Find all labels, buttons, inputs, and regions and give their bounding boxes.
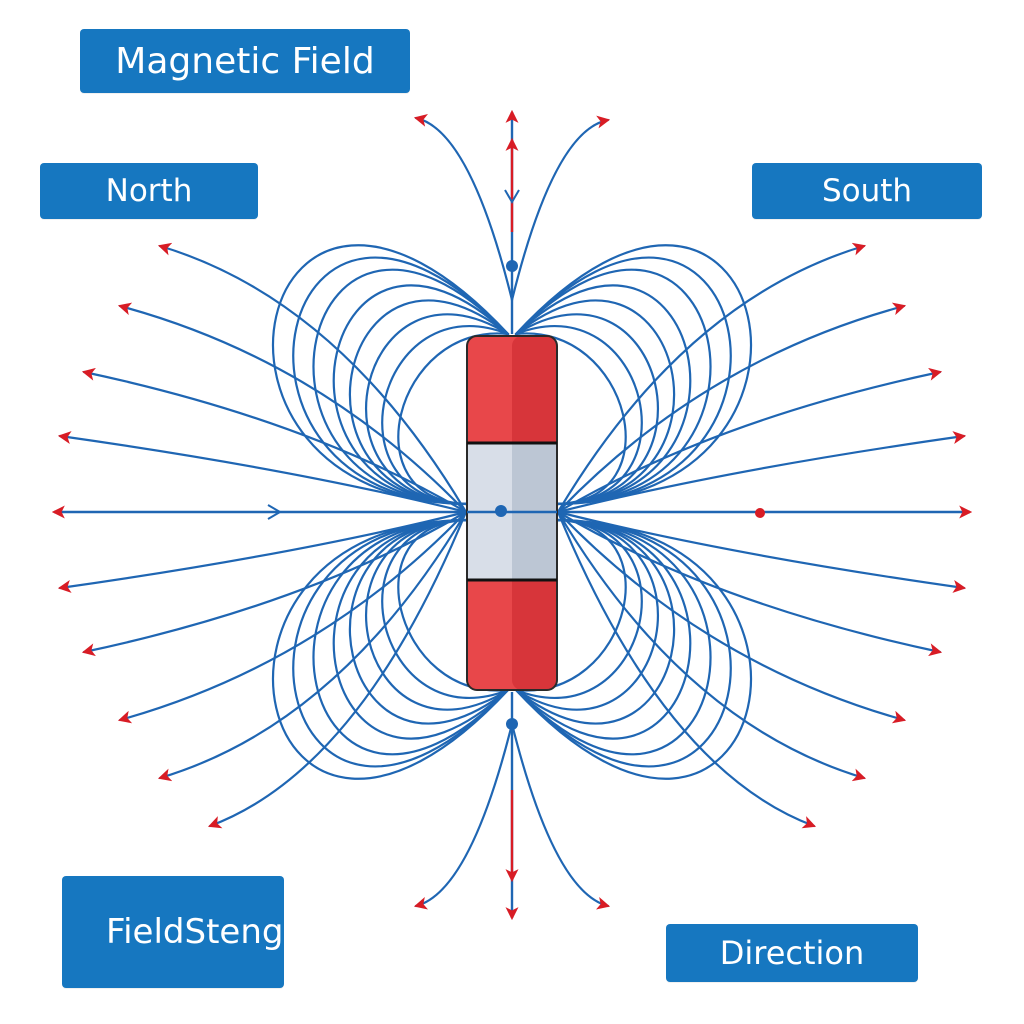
field-line-open bbox=[556, 242, 867, 514]
direction-label: Direction bbox=[666, 924, 918, 982]
field-line bbox=[348, 518, 510, 725]
bar-magnet bbox=[466, 335, 558, 691]
field-line bbox=[397, 332, 510, 506]
field-line bbox=[514, 299, 676, 506]
field-line-open bbox=[556, 367, 943, 514]
field-line bbox=[397, 518, 510, 692]
field-line-open bbox=[556, 510, 867, 782]
field-line-open bbox=[157, 510, 468, 782]
field-line bbox=[514, 518, 692, 740]
north-label: North bbox=[40, 163, 258, 219]
field-line bbox=[332, 518, 510, 740]
field-line bbox=[514, 284, 692, 506]
field-strength-line2: Stength bbox=[184, 912, 319, 952]
field-line bbox=[514, 518, 659, 711]
field-line bbox=[514, 268, 712, 506]
field-line-open bbox=[556, 431, 967, 514]
field-line bbox=[312, 268, 510, 506]
marker-dot-right bbox=[755, 508, 765, 518]
field-line-open bbox=[556, 510, 967, 593]
open-field-lines bbox=[57, 114, 967, 910]
small-arrow-left bbox=[267, 504, 282, 520]
field-lines bbox=[271, 244, 753, 780]
marker-dot-top bbox=[506, 260, 518, 272]
field-line-open bbox=[157, 242, 468, 514]
field-line-open bbox=[207, 510, 468, 829]
field-line bbox=[514, 518, 712, 756]
field-line-open bbox=[556, 302, 907, 514]
field-line-open bbox=[81, 510, 468, 657]
south-label: South bbox=[752, 163, 982, 219]
field-line bbox=[514, 518, 627, 692]
field-line bbox=[271, 518, 510, 780]
field-line-open bbox=[57, 431, 468, 514]
field-line bbox=[332, 284, 510, 506]
field-line-open bbox=[556, 510, 817, 829]
field-line-open bbox=[57, 510, 468, 593]
field-line bbox=[312, 518, 510, 756]
field-line bbox=[514, 313, 659, 506]
field-line bbox=[514, 518, 753, 780]
marker-dot-bottom bbox=[506, 718, 518, 730]
small-arrow-top bbox=[504, 189, 520, 204]
field-strength-line1: Field bbox=[106, 912, 185, 952]
field-line bbox=[365, 518, 510, 711]
field-line-open bbox=[81, 367, 468, 514]
field-line bbox=[292, 256, 510, 506]
field-line-open bbox=[510, 115, 611, 302]
field-line-open bbox=[556, 510, 943, 657]
field-line bbox=[365, 313, 510, 506]
field-line bbox=[514, 244, 753, 506]
field-strength-label: Field Stength bbox=[62, 876, 318, 988]
field-line-open bbox=[556, 510, 907, 724]
field-line bbox=[292, 518, 510, 768]
field-line-open bbox=[117, 302, 468, 514]
field-line-open bbox=[117, 510, 468, 724]
field-line bbox=[514, 256, 732, 506]
field-line-open bbox=[510, 722, 611, 910]
field-line bbox=[514, 332, 627, 506]
field-line bbox=[348, 299, 510, 506]
diagram-title: Magnetic Field bbox=[80, 29, 410, 93]
field-line bbox=[514, 518, 676, 725]
field-line bbox=[271, 244, 510, 506]
field-line bbox=[514, 518, 732, 768]
field-line-open bbox=[413, 114, 514, 302]
field-line-open bbox=[413, 722, 514, 910]
